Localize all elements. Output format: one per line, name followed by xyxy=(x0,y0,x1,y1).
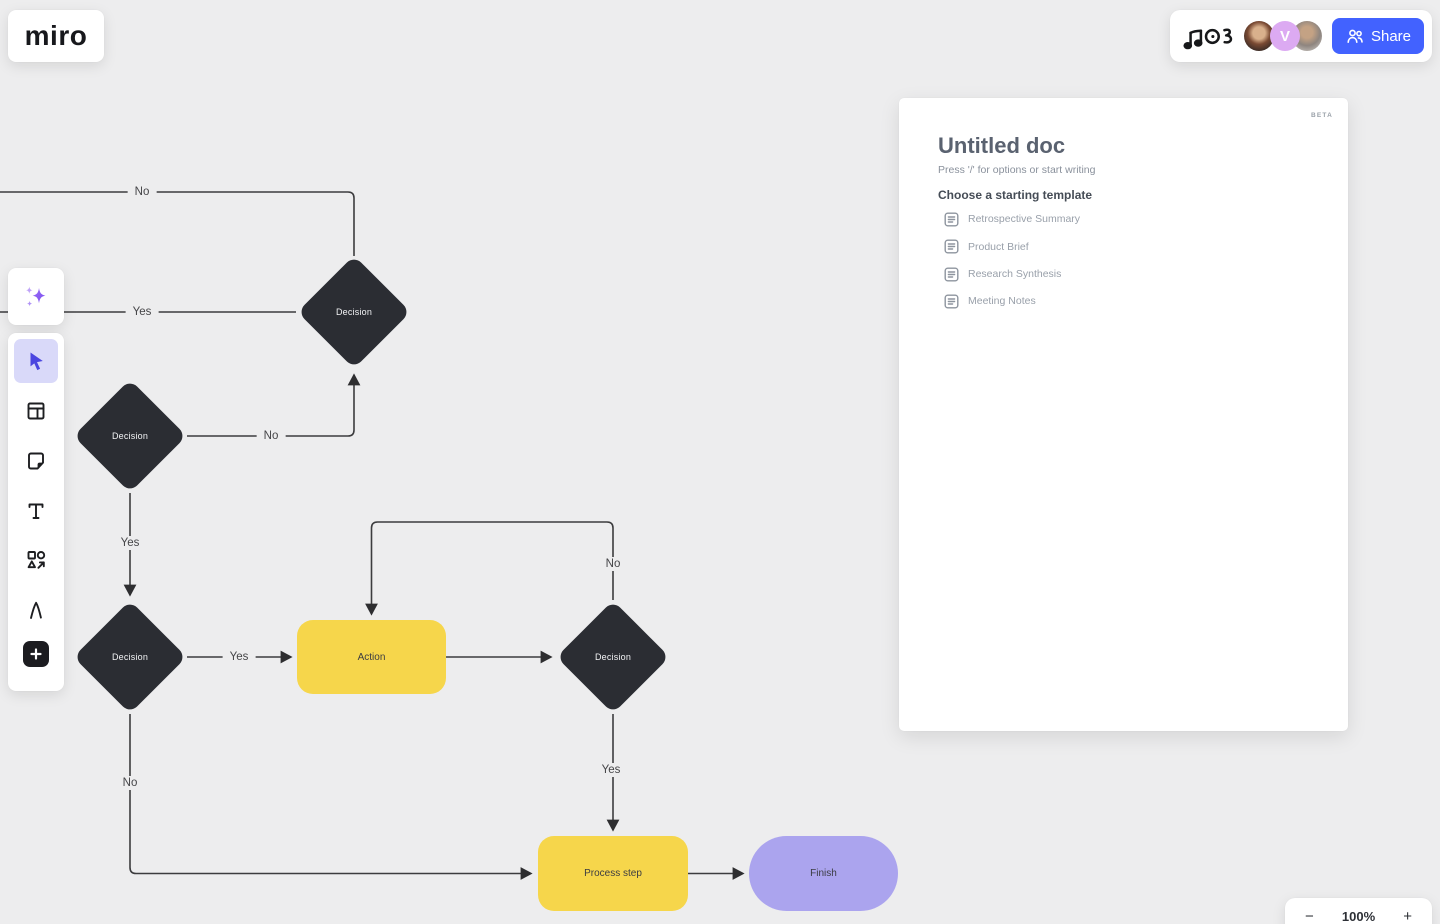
doc-title[interactable]: Untitled doc xyxy=(938,133,1066,158)
decision-node-top[interactable]: Decision xyxy=(297,255,411,369)
edge-no-into-decision-top xyxy=(0,191,355,256)
edge-label[interactable]: Yes xyxy=(594,763,628,777)
avatar[interactable]: V xyxy=(1270,21,1300,51)
pen-icon xyxy=(30,601,42,619)
cursor-icon xyxy=(30,352,43,371)
template-item-research-synthesis[interactable]: Research Synthesis xyxy=(944,265,1061,283)
avatar[interactable] xyxy=(1244,21,1274,51)
zoom-in-button[interactable]: + xyxy=(1403,908,1412,924)
beta-badge: BETA xyxy=(1310,112,1333,119)
shapes-icon xyxy=(27,551,46,569)
add-tools-button[interactable] xyxy=(23,641,49,667)
decision-node-right[interactable]: Decision xyxy=(556,600,670,714)
doc-hint: Press '/' for options or start writing xyxy=(938,164,1096,176)
template-label: Meeting Notes xyxy=(968,295,1036,307)
music-notes-doodle-icon[interactable] xyxy=(1182,19,1236,53)
template-label: Research Synthesis xyxy=(968,268,1062,280)
miro-logo-card[interactable]: miro xyxy=(8,10,104,62)
doc-template-icon xyxy=(944,212,959,227)
node-label: Action xyxy=(357,651,386,663)
template-item-meeting-notes[interactable]: Meeting Notes xyxy=(944,292,1036,310)
creation-toolbar xyxy=(8,333,64,691)
template-label: Retrospective Summary xyxy=(968,213,1081,225)
node-label: Decision xyxy=(111,652,149,662)
template-item-product-brief[interactable]: Product Brief xyxy=(944,238,1029,256)
edge-label[interactable]: Yes xyxy=(222,650,256,664)
action-node[interactable]: Action xyxy=(297,620,446,694)
node-label: Decision xyxy=(111,431,149,441)
process-step-node[interactable]: Process step xyxy=(538,836,688,911)
edge-label[interactable]: Yes xyxy=(113,536,147,550)
edge-label[interactable]: No xyxy=(127,185,157,199)
layout-icon xyxy=(27,402,45,420)
edge-label[interactable]: Yes xyxy=(125,305,159,319)
templates-tool-button[interactable] xyxy=(14,389,58,433)
collaborator-avatars: V xyxy=(1244,21,1322,51)
edge-decision-left-no-process xyxy=(129,714,533,880)
node-label: Decision xyxy=(594,652,632,662)
ai-assist-card xyxy=(8,268,64,325)
node-label: Finish xyxy=(810,868,837,879)
finish-node[interactable]: Finish xyxy=(749,836,898,911)
share-button-label: Share xyxy=(1370,27,1412,45)
select-tool-button[interactable] xyxy=(14,339,58,383)
shapes-tool-button[interactable] xyxy=(14,538,58,582)
plus-icon xyxy=(30,648,42,660)
doc-template-icon xyxy=(944,294,959,309)
sticky-note-tool-button[interactable] xyxy=(14,439,58,483)
template-label: Product Brief xyxy=(968,240,1029,253)
doc-panel[interactable]: BETA Untitled doc Press '/' for options … xyxy=(899,98,1348,731)
miro-logo: miro xyxy=(24,20,88,51)
edge-label[interactable]: No xyxy=(115,776,145,790)
text-tool-button[interactable] xyxy=(14,489,58,533)
collaboration-bar: V Share xyxy=(1170,10,1432,62)
pen-tool-button[interactable] xyxy=(14,588,58,632)
template-item-retrospective-summary[interactable]: Retrospective Summary xyxy=(944,210,1080,228)
sticky-note-icon xyxy=(28,452,44,470)
node-label: Process step xyxy=(584,868,642,879)
decision-node-mid[interactable]: Decision xyxy=(73,379,187,493)
zoom-level[interactable]: 100% xyxy=(1341,909,1376,924)
doc-template-icon xyxy=(944,267,959,282)
edge-decision-right-no-loop xyxy=(365,521,614,616)
decision-node-lower-left[interactable]: Decision xyxy=(73,600,187,714)
edge-label[interactable]: No xyxy=(598,557,628,571)
templates-heading: Choose a starting template xyxy=(938,188,1093,202)
ai-assist-button[interactable] xyxy=(14,275,58,319)
edge-label[interactable]: No xyxy=(256,429,286,443)
zoom-controls: − 100% + xyxy=(1285,898,1432,924)
doc-template-icon xyxy=(944,239,959,254)
node-label: Decision xyxy=(335,307,373,317)
share-people-icon xyxy=(1347,29,1363,43)
edge-decision-mid-no xyxy=(187,373,361,437)
share-button[interactable]: Share xyxy=(1332,18,1424,54)
sparkles-icon xyxy=(26,286,46,306)
zoom-out-button[interactable]: − xyxy=(1305,908,1314,924)
text-icon xyxy=(28,503,44,519)
